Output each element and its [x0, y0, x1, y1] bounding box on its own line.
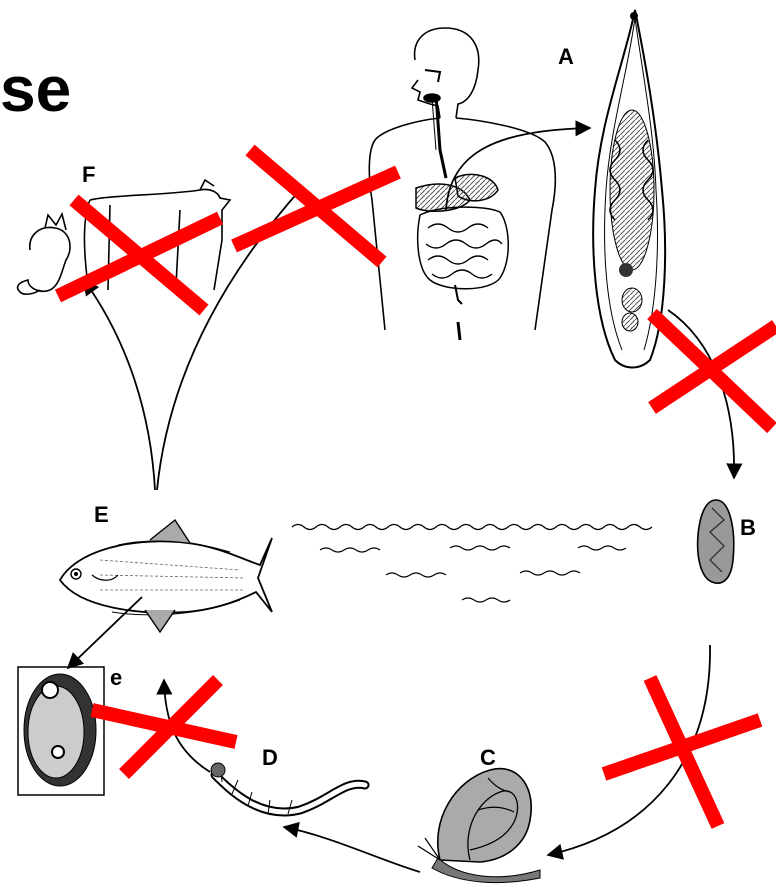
label-C: C: [480, 745, 496, 770]
label-D: D: [262, 745, 278, 770]
cross-reservoir: [58, 200, 220, 310]
water-waves: [292, 525, 652, 603]
arrow-fish-to-metacercaria: [68, 597, 142, 668]
label-A: A: [558, 44, 574, 69]
fish-icon: [60, 520, 272, 632]
arrow-snail-to-cercaria: [284, 827, 420, 872]
label-e: e: [110, 665, 122, 690]
arrow-fish-to-reservoir: [84, 280, 155, 490]
egg-icon: [698, 500, 734, 583]
snail-icon: [418, 769, 540, 883]
label-B: B: [740, 515, 756, 540]
cross-adult-egg: [652, 314, 776, 428]
label-E: E: [94, 502, 109, 527]
metacercaria-icon: [18, 667, 104, 795]
label-F: F: [82, 162, 95, 187]
cross-egg-snail: [604, 678, 760, 826]
cercaria-icon: [211, 763, 365, 814]
red-crosses: [58, 150, 776, 826]
digestive-organs: [416, 174, 508, 340]
